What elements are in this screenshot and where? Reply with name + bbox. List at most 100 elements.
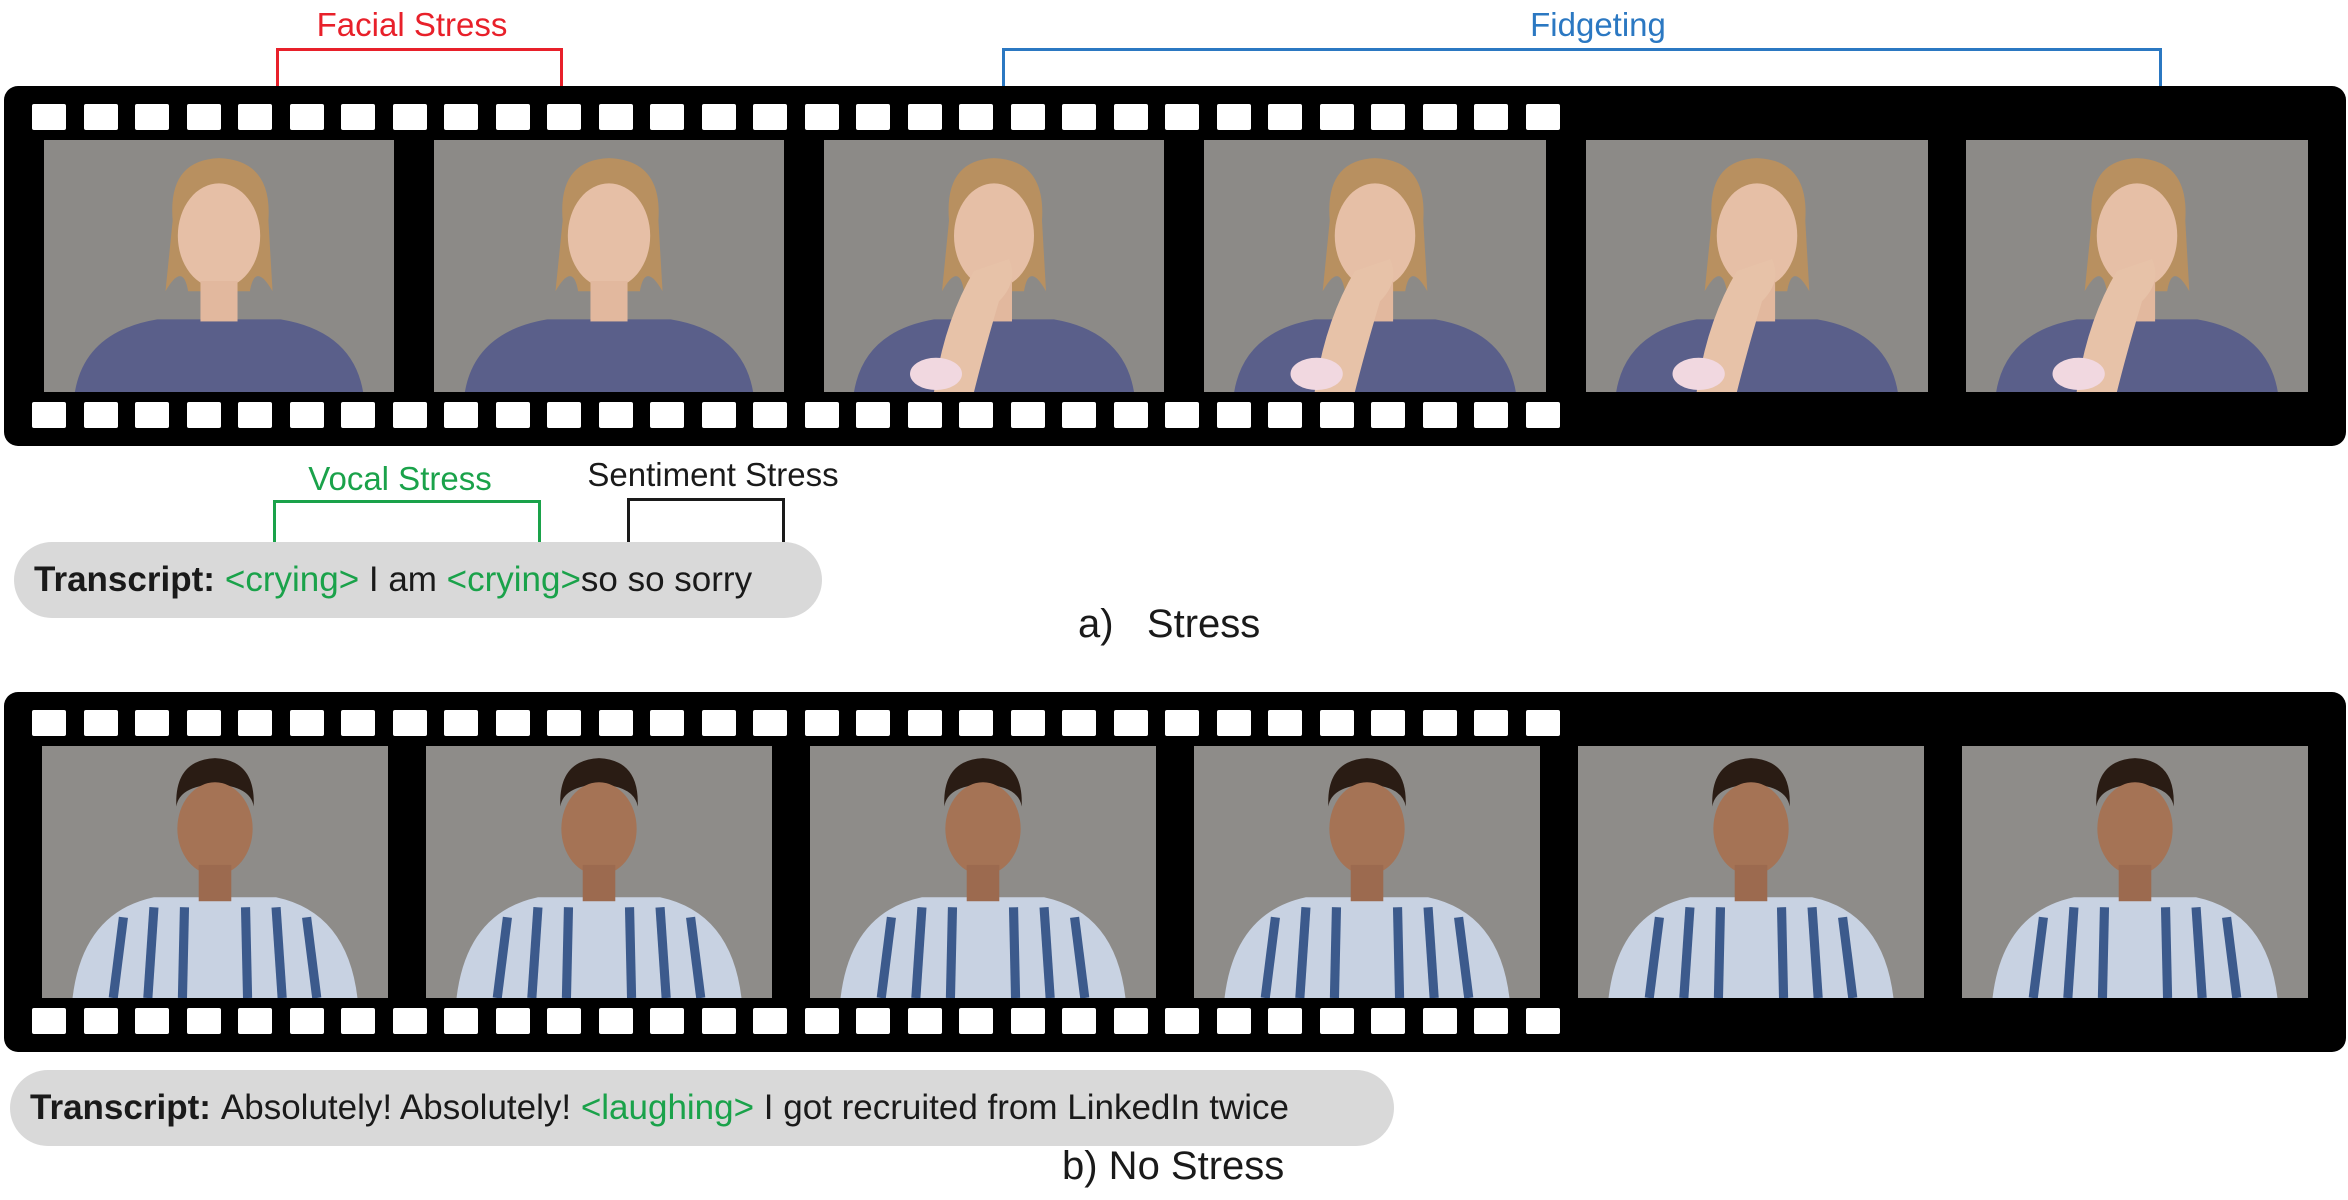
caption-no-stress: b) No Stress [1062, 1144, 1285, 1188]
sprocket-hole [1525, 710, 1560, 736]
sprocket-hole [959, 104, 993, 130]
sprocket-hole [135, 104, 169, 130]
sprocket-hole [1371, 710, 1405, 736]
sprocket-hole [856, 710, 890, 736]
sprocket-hole [289, 1008, 324, 1034]
video-frame [824, 140, 1164, 392]
video-frame [42, 746, 388, 998]
sprocket-hole [289, 710, 324, 736]
sprocket-hole [1062, 710, 1096, 736]
sprocket-hole [598, 710, 633, 736]
sprocket-hole [650, 1008, 684, 1034]
sprocket-hole [495, 104, 530, 130]
sprocket-hole [1216, 1008, 1251, 1034]
sprocket-hole [1113, 1008, 1148, 1034]
sprocket-hole [392, 104, 427, 130]
sprocket-hole [1422, 402, 1457, 428]
sprocket-hole [753, 710, 787, 736]
transcript-text: so so sorry [580, 560, 753, 599]
sprocket-hole [856, 1008, 890, 1034]
sentiment-stress-bracket [627, 498, 785, 546]
sprocket-hole [495, 710, 530, 736]
sprocket-hole [1474, 1008, 1508, 1034]
video-frame [1204, 140, 1546, 392]
video-frame [1962, 746, 2308, 998]
transcript-text: I am [359, 560, 447, 599]
caption-stress: a) Stress [1078, 602, 1261, 646]
sprocket-hole [1268, 104, 1302, 130]
sprocket-hole [804, 710, 839, 736]
sprocket-hole [1165, 402, 1199, 428]
video-frame [434, 140, 784, 392]
sprocket-hole [547, 104, 581, 130]
sprocket-hole [1216, 402, 1251, 428]
sprocket-hole [32, 710, 66, 736]
fidgeting-label: Fidgeting [1530, 6, 1666, 43]
sprocket-hole [1474, 402, 1508, 428]
sprocket-hole [83, 1008, 118, 1034]
sprocket-hole [804, 402, 839, 428]
fidgeting-bracket [1002, 48, 2162, 88]
sprocket-hole [238, 104, 272, 130]
vocal-stress-bracket [273, 500, 541, 548]
vocal-stress-label: Vocal Stress [308, 460, 492, 497]
sprocket-hole [1422, 1008, 1457, 1034]
sprocket-hole [753, 402, 787, 428]
sprocket-hole [753, 1008, 787, 1034]
sprocket-hole [32, 1008, 66, 1034]
sprocket-hole [598, 402, 633, 428]
sprocket-hole [32, 104, 66, 130]
sprocket-hole [32, 402, 66, 428]
sprocket-hole [547, 710, 581, 736]
sprocket-hole [83, 104, 118, 130]
video-frame [1578, 746, 1924, 998]
sprocket-hole [1113, 402, 1148, 428]
sprocket-hole [907, 402, 942, 428]
sprocket-hole [1474, 710, 1508, 736]
transcript-stress: Transcript: <crying> I am <crying> so so… [14, 542, 822, 618]
sprocket-hole [444, 402, 478, 428]
sprocket-hole [1525, 1008, 1560, 1034]
sprocket-hole [392, 710, 427, 736]
sprocket-hole [701, 1008, 736, 1034]
sprocket-hole [83, 710, 118, 736]
sprocket-hole [1319, 710, 1354, 736]
sprocket-hole [907, 710, 942, 736]
sprocket-hole [1165, 1008, 1199, 1034]
sprocket-hole [289, 402, 324, 428]
sprocket-hole [238, 1008, 272, 1034]
sprocket-hole [289, 104, 324, 130]
sprocket-hole [1216, 710, 1251, 736]
transcript-no-stress: Transcript: Absolutely! Absolutely! <lau… [10, 1070, 1394, 1146]
sprocket-hole [701, 104, 736, 130]
sprocket-hole [547, 1008, 581, 1034]
sprocket-hole [959, 710, 993, 736]
sprocket-hole [186, 104, 221, 130]
sprocket-hole [1525, 104, 1560, 130]
sprocket-hole [1113, 104, 1148, 130]
sprocket-hole [1062, 1008, 1096, 1034]
sprocket-hole [135, 710, 169, 736]
sprocket-hole [444, 710, 478, 736]
sprocket-hole [598, 1008, 633, 1034]
sprocket-hole [1371, 104, 1405, 130]
sprocket-hole [959, 402, 993, 428]
sprocket-hole [1268, 1008, 1302, 1034]
sprocket-hole [1010, 1008, 1045, 1034]
sprocket-hole [1165, 104, 1199, 130]
video-frame [426, 746, 772, 998]
sprocket-hole [1010, 710, 1045, 736]
sprocket-hole [341, 1008, 375, 1034]
sprocket-hole [1268, 710, 1302, 736]
sprocket-hole [341, 402, 375, 428]
sprocket-hole [238, 710, 272, 736]
sprocket-hole [495, 402, 530, 428]
sprocket-hole [1319, 1008, 1354, 1034]
laughing-tag: <laughing> [580, 1088, 755, 1127]
sprocket-hole [1371, 1008, 1405, 1034]
sprocket-hole [804, 104, 839, 130]
film-strip-no-stress [4, 692, 2346, 1052]
facial-stress-bracket [276, 48, 563, 88]
sprocket-hole [1216, 104, 1251, 130]
transcript-text: Absolutely! Absolutely! [220, 1088, 581, 1127]
